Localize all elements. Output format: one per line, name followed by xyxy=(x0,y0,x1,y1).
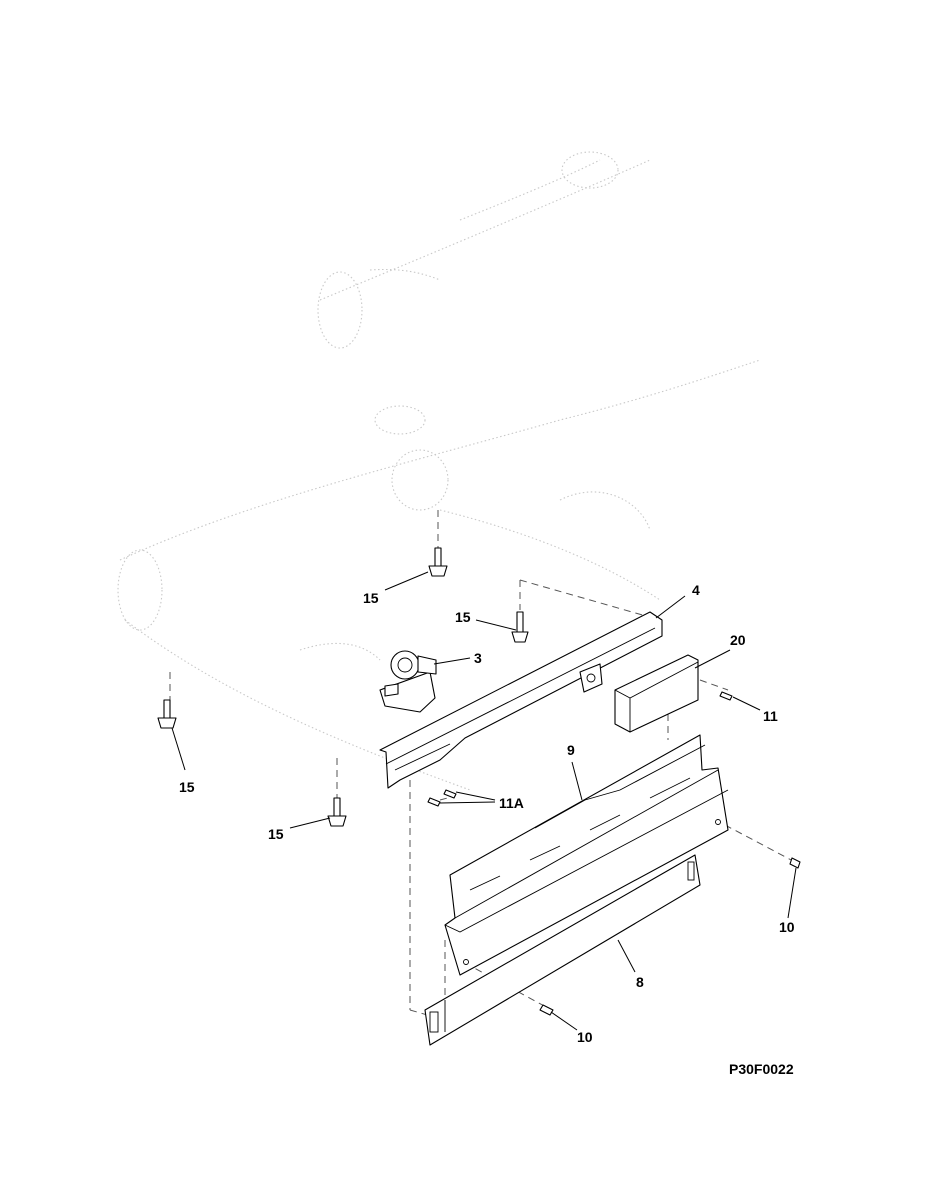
callout-3: 3 xyxy=(474,650,482,666)
callout-labels: 15 15 15 15 3 4 20 11 11A 9 8 10 10 xyxy=(179,582,795,1045)
callout-20: 20 xyxy=(730,632,746,648)
mounting-rail xyxy=(379,611,663,789)
screw-10-bottom xyxy=(539,1004,554,1016)
cover-bracket xyxy=(614,654,699,733)
screw-11 xyxy=(719,691,733,701)
callout-10-right: 10 xyxy=(779,919,795,935)
callout-4: 4 xyxy=(692,582,700,598)
leveling-leg-rear-mid xyxy=(511,611,529,643)
toe-panel xyxy=(444,734,729,976)
callout-15-left: 15 xyxy=(179,779,195,795)
callout-15-front-left: 15 xyxy=(363,590,379,606)
callout-8: 8 xyxy=(636,974,644,990)
leveling-leg-left xyxy=(157,699,177,729)
leader-lines xyxy=(171,571,797,1031)
callout-11: 11 xyxy=(763,708,778,724)
callout-10-bottom: 10 xyxy=(577,1029,593,1045)
diagram-reference-code: P30F0022 xyxy=(729,1061,794,1077)
screws-11a xyxy=(427,789,457,807)
callout-11a: 11A xyxy=(499,795,524,811)
screw-10-right xyxy=(789,857,801,869)
leveling-leg-front-left xyxy=(428,547,448,577)
callout-15-rear-mid: 15 xyxy=(455,609,471,625)
callout-15-front: 15 xyxy=(268,826,284,842)
leveling-leg-front xyxy=(327,797,347,827)
inlet-valve xyxy=(379,650,437,713)
ghost-tub-outline xyxy=(117,151,761,791)
kick-plate xyxy=(424,854,701,1046)
callout-9: 9 xyxy=(567,742,575,758)
